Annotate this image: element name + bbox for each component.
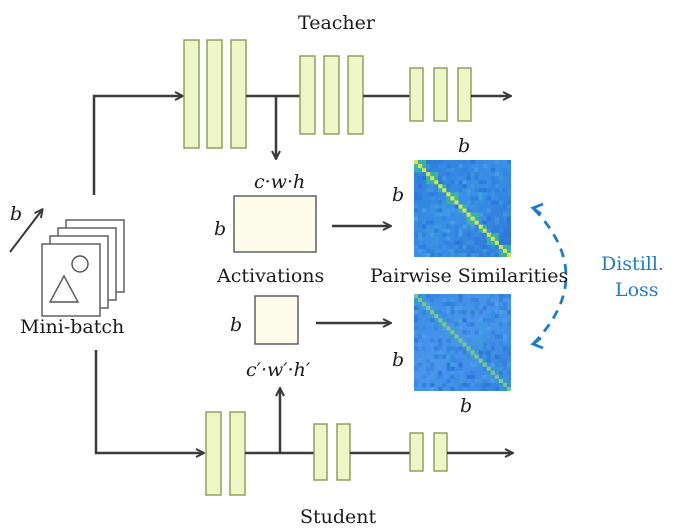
teacher-layer: [433, 67, 448, 122]
teacher-layer: [230, 39, 247, 149]
teacher-layer: [457, 67, 472, 122]
batch-size-label: b: [10, 203, 23, 225]
teacher-layer: [347, 55, 364, 135]
teacher-similarity-matrix: [414, 160, 512, 258]
mini-batch-icon: [41, 219, 125, 317]
teacher-matrix-top-b: b: [458, 135, 471, 157]
distill-loss-label-line1: Distill.: [601, 253, 664, 275]
teacher-matrix-side-b: b: [392, 184, 405, 206]
teacher-layer: [299, 55, 316, 135]
distillation-loss-arrow: [532, 208, 568, 344]
student-layer: [336, 423, 351, 481]
student-activation-dims: c′·w′·h′: [246, 359, 311, 381]
loss-arrowhead-bottom: [530, 336, 544, 350]
teacher-activation-rows-label: b: [214, 218, 227, 240]
image-triangle-icon: [48, 274, 80, 303]
student-network: [94, 350, 512, 496]
student-layer: [205, 411, 222, 496]
mini-batch-label: Mini-batch: [20, 316, 125, 338]
student-layer: [313, 423, 328, 481]
teacher-layer: [323, 55, 340, 135]
student-input-arrow: [94, 350, 203, 453]
student-similarity-matrix: [414, 294, 512, 392]
distill-loss-label-line2: Loss: [615, 279, 659, 301]
image-circle-icon: [71, 255, 89, 273]
student-layer: [433, 432, 448, 472]
student-layer: [409, 432, 424, 472]
student-matrix-side-b: b: [392, 349, 405, 371]
teacher-layer: [183, 39, 200, 149]
teacher-activation-block: [233, 195, 317, 253]
student-layer: [229, 411, 246, 496]
teacher-network: [92, 39, 510, 195]
teacher-layer: [409, 67, 424, 122]
student-activation-rows-label: b: [230, 314, 243, 336]
teacher-input-arrow: [92, 96, 182, 195]
teacher-label: Teacher: [298, 12, 375, 34]
activations-label: Activations: [217, 265, 325, 287]
batch-size-arrow: [9, 210, 42, 253]
teacher-activation-dims: c·w·h: [254, 171, 306, 193]
student-activation-block: [254, 295, 299, 345]
student-label: Student: [300, 506, 377, 528]
pairwise-similarities-label: Pairwise Similarities: [370, 265, 569, 287]
student-matrix-bottom-b: b: [460, 395, 473, 417]
teacher-layer: [206, 39, 223, 149]
loss-arrowhead-top: [530, 202, 544, 216]
